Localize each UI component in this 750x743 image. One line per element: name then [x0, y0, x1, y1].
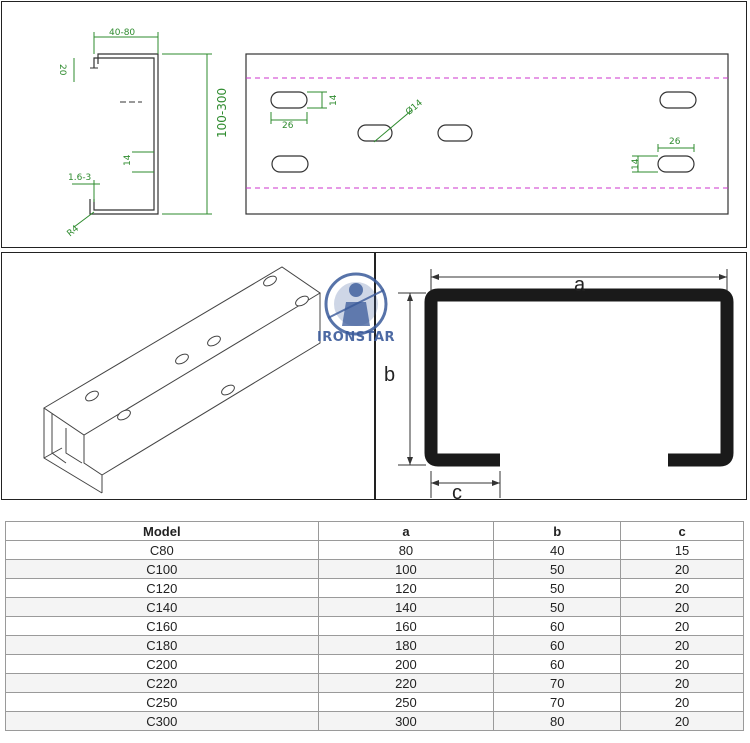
cell-model: C140: [5, 597, 319, 617]
header-a: a: [317, 521, 495, 541]
header-c: c: [620, 521, 744, 541]
cell-model: C250: [5, 692, 319, 712]
radius-label: R4: [65, 224, 81, 240]
cell-a: 100: [317, 559, 495, 579]
flange-width-label: 40-80: [109, 28, 135, 38]
cell-a: 140: [317, 597, 495, 617]
channel-hole: [117, 409, 131, 421]
lip-label: 20: [57, 64, 67, 76]
cell-b: 60: [493, 654, 622, 674]
channel-hole: [175, 353, 189, 365]
cell-a: 80: [317, 540, 495, 560]
isometric-channel: [43, 266, 321, 494]
slot-hole: [437, 124, 473, 142]
table-header-row: Model a b c: [5, 521, 744, 541]
slot-height-right-label: 14: [631, 158, 641, 170]
cell-c: 20: [620, 597, 744, 617]
header-b: b: [493, 521, 622, 541]
profile-panel: a b c: [375, 252, 747, 504]
dim-a-label: a: [574, 274, 586, 296]
cell-model: C300: [5, 711, 319, 731]
cell-c: 20: [620, 578, 744, 598]
height-label: 100-300: [215, 88, 229, 138]
channel-hole: [295, 295, 309, 307]
cell-b: 50: [493, 559, 622, 579]
slot-section-label: 14: [123, 154, 133, 166]
cell-b: 70: [493, 673, 622, 693]
logo-emblem: [324, 272, 388, 336]
slot-hole: [659, 91, 697, 109]
hole-dia-label: Ø14: [404, 97, 425, 118]
dim-b-label: b: [384, 364, 395, 386]
cell-a: 180: [317, 635, 495, 655]
section-dimensions: 40-80 20 100-300 14 1.6-3 R4: [57, 28, 229, 239]
cell-b: 40: [493, 540, 622, 560]
channel-hole: [207, 335, 221, 347]
cell-a: 160: [317, 616, 495, 636]
technical-drawing-panel: 40-80 20 100-300 14 1.6-3 R4: [1, 1, 747, 248]
cell-a: 200: [317, 654, 495, 674]
cell-b: 60: [493, 616, 622, 636]
cell-model: C220: [5, 673, 319, 693]
channel-hole: [263, 275, 277, 287]
c-profile: a b c: [384, 269, 734, 504]
cell-model: C180: [5, 635, 319, 655]
cell-c: 20: [620, 673, 744, 693]
cell-b: 50: [493, 597, 622, 617]
cell-c: 20: [620, 635, 744, 655]
cell-b: 60: [493, 635, 622, 655]
slot-length-right-label: 26: [669, 137, 681, 147]
cell-c: 20: [620, 616, 744, 636]
cell-model: C120: [5, 578, 319, 598]
web-face-view: 26 14 Ø14 26 14: [245, 53, 729, 215]
cell-a: 220: [317, 673, 495, 693]
ironstar-logo: IRONSTAR: [316, 268, 396, 352]
cell-model: C160: [5, 616, 319, 636]
cell-model: C80: [5, 540, 319, 560]
thickness-label: 1.6-3: [68, 173, 91, 183]
slot-hole: [657, 155, 695, 173]
cell-a: 300: [317, 711, 495, 731]
cell-c: 20: [620, 711, 744, 731]
slot-height-left-label: 14: [329, 94, 339, 106]
cell-c: 20: [620, 559, 744, 579]
logo-text: IRONSTAR: [316, 330, 396, 345]
technical-drawing: 40-80 20 100-300 14 1.6-3 R4: [57, 28, 729, 239]
isometric-panel: [1, 252, 375, 500]
slot-hole: [271, 155, 309, 173]
cell-b: 50: [493, 578, 622, 598]
cell-c: 20: [620, 692, 744, 712]
section-profile: [89, 53, 159, 215]
slot-hole: [357, 124, 393, 142]
cell-model: C200: [5, 654, 319, 674]
cell-model: C100: [5, 559, 319, 579]
slot-hole: [270, 91, 308, 109]
dim-c-label: c: [452, 482, 462, 501]
slot-length-left-label: 26: [282, 121, 294, 131]
channel-hole: [221, 384, 235, 396]
cell-a: 120: [317, 578, 495, 598]
cell-c: 20: [620, 654, 744, 674]
channel-hole: [85, 390, 99, 402]
cell-c: 15: [620, 540, 744, 560]
cell-a: 250: [317, 692, 495, 712]
cell-b: 70: [493, 692, 622, 712]
cell-b: 80: [493, 711, 622, 731]
header-model: Model: [5, 521, 319, 541]
